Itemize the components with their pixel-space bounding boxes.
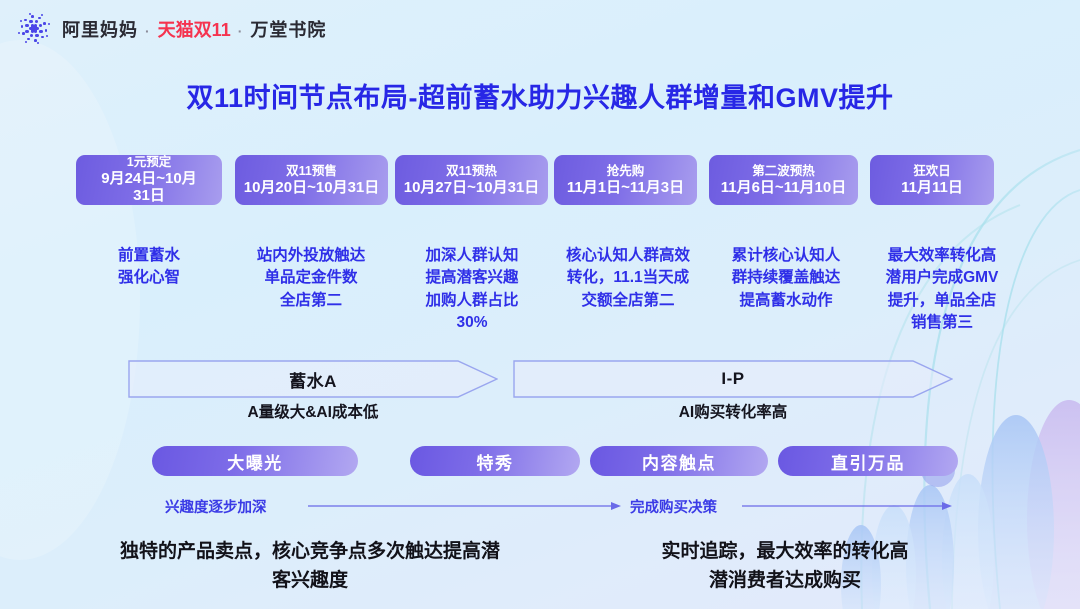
stage-arrow: 蓄水A A量级大&AI成本低 xyxy=(128,360,498,421)
phase-card-date: 9月24日~10月31日 xyxy=(101,169,197,205)
channel-pill[interactable]: 大曝光 xyxy=(152,446,358,476)
phase-card[interactable]: 抢先购 11月1日~11月3日 xyxy=(554,155,697,205)
brand-lockup: 阿里妈妈 · 天猫双11 · 万堂书院 xyxy=(62,16,326,42)
phase-description: 站内外投放触达单品定金件数全店第二 xyxy=(256,247,366,309)
campaign-name: 天猫双11 xyxy=(157,19,231,40)
journey-flow: 兴趣度逐步加深 完成购买决策 xyxy=(0,496,1080,520)
phase-card[interactable]: 双11预售 10月20日~10月31日 xyxy=(235,155,388,205)
stage-arrow-subtitle: AI购买转化率高 xyxy=(678,404,788,421)
phase-card[interactable]: 双11预热 10月27日~10月31日 xyxy=(395,155,548,205)
channel-pill-row: 大曝光 特秀 内容触点 直引万品 xyxy=(0,446,1080,476)
phase-card-name: 1元预定 xyxy=(126,154,172,169)
phase-card[interactable]: 第二波预热 11月6日~11月10日 xyxy=(709,155,858,205)
stage-arrow-label: 蓄水A xyxy=(289,371,337,391)
phase-card-date: 10月27日~10月31日 xyxy=(403,178,540,196)
stage-arrow-label: I-P xyxy=(721,369,745,388)
brand-name: 阿里妈妈 xyxy=(62,19,138,40)
phase-description: 核心认知人群高效转化，11.1当天成交额全店第二 xyxy=(565,247,690,309)
channel-pill[interactable]: 内容触点 xyxy=(590,446,768,476)
channel-pill[interactable]: 特秀 xyxy=(410,446,580,476)
brand-separator-2: · xyxy=(237,22,244,39)
flow-label-left: 兴趣度逐步加深 xyxy=(165,499,267,516)
phase-card[interactable]: 1元预定 9月24日~10月31日 xyxy=(76,155,222,205)
stage-arrow-subtitle: A量级大&AI成本低 xyxy=(247,404,379,421)
channel-pill[interactable]: 直引万品 xyxy=(778,446,958,476)
phase-description: 前置蓄水强化心智 xyxy=(117,247,180,287)
stage-arrow: I-P AI购买转化率高 xyxy=(513,360,953,421)
phase-card-name: 第二波预热 xyxy=(752,163,815,178)
phase-card-date: 10月20日~10月31日 xyxy=(243,178,380,196)
page-title: 双11时间节点布局-超前蓄水助力兴趣人群增量和GMV提升 xyxy=(186,83,894,113)
phase-card-name: 抢先购 xyxy=(606,163,645,178)
phase-card-name: 狂欢日 xyxy=(913,163,951,178)
flow-arrow-right-icon xyxy=(742,499,954,513)
phase-card[interactable]: 狂欢日 11月11日 xyxy=(870,155,994,205)
phase-card-date: 11月6日~11月10日 xyxy=(720,178,847,196)
flow-label-right: 完成购买决策 xyxy=(630,499,717,516)
phase-card-date: 11月11日 xyxy=(901,178,963,196)
brand-separator-1: · xyxy=(145,22,151,39)
academy-name: 万堂书院 xyxy=(250,19,327,40)
summary-text: 独特的产品卖点，核心竞争点多次触达提高潜客兴趣度 xyxy=(119,541,500,591)
phase-card-name: 双11预热 xyxy=(446,163,497,178)
dot-burst-logo-icon xyxy=(16,11,52,47)
page-header: 阿里妈妈 · 天猫双11 · 万堂书院 xyxy=(0,0,1080,57)
phase-card-date: 11月1日~11月3日 xyxy=(566,178,685,196)
phase-card-row: 1元预定 9月24日~10月31日 双11预售 10月20日~10月31日 双1… xyxy=(0,155,1080,205)
flow-arrow-left-icon xyxy=(308,499,623,513)
phase-card-name: 双11预售 xyxy=(286,163,337,178)
summary-text: 实时追踪，最大效率的转化高潜消费者达成购买 xyxy=(661,541,909,591)
phase-description: 累计核心认知人群持续覆盖触达提高蓄水动作 xyxy=(731,247,841,309)
